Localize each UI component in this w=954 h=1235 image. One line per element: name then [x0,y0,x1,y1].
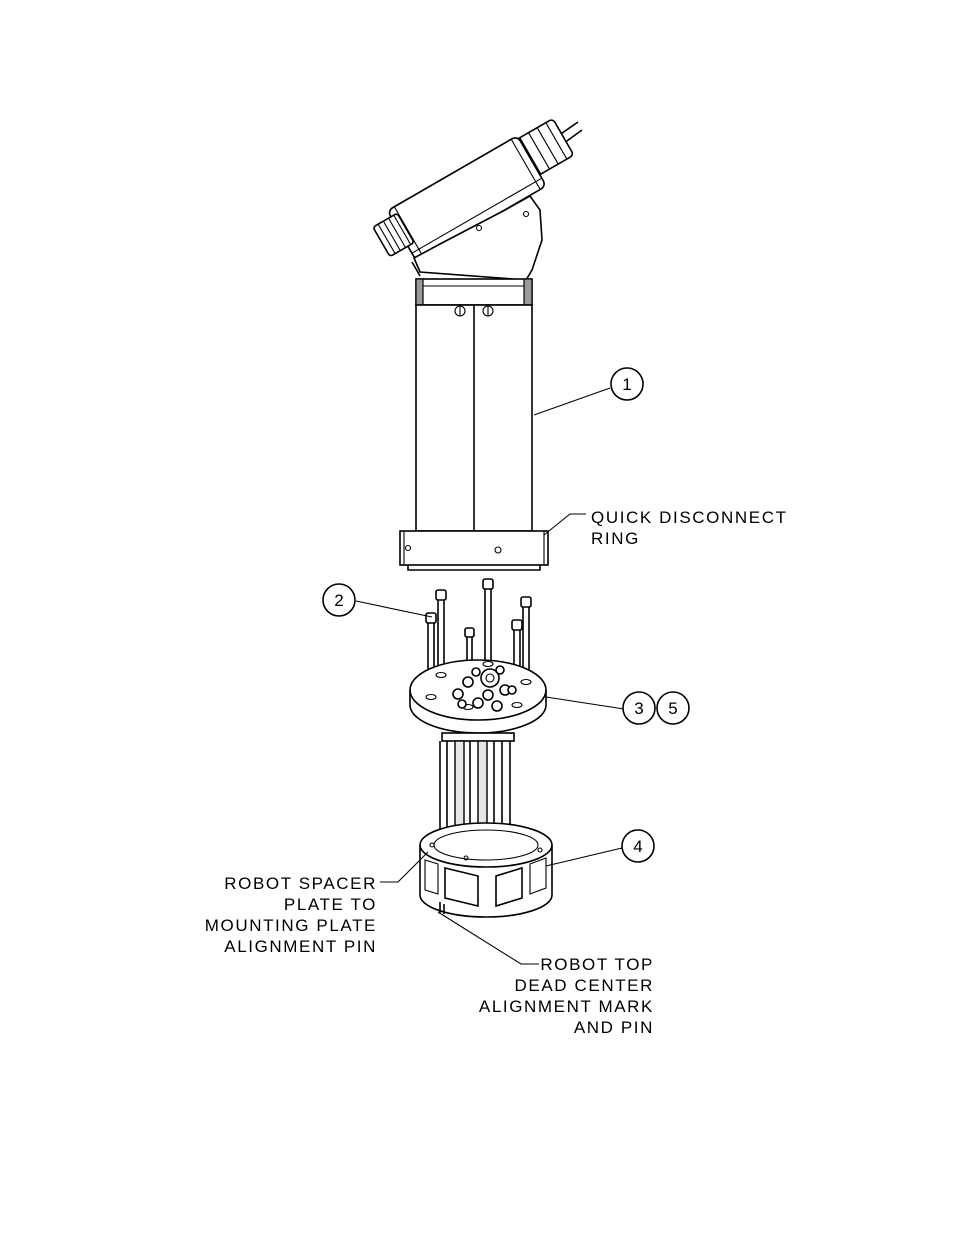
callout-quick-disconnect-ring: QUICK DISCONNECT RING [591,508,788,548]
callout-line: AND PIN [574,1018,654,1037]
callout-line: ROBOT TOP [540,955,654,974]
robot-spacer-plate [410,660,546,733]
cap-screw [483,579,493,665]
balloon-5-number: 5 [668,699,677,718]
cap-screw [436,590,446,672]
callout-line: QUICK DISCONNECT [591,508,788,527]
quick-disconnect-ring [400,531,548,570]
mounting-base [420,823,552,917]
column-tube [416,279,532,531]
balloon-2-number: 2 [334,591,343,610]
cap-screw [465,628,474,662]
callout-line: ALIGNMENT MARK [479,997,654,1016]
balloon-5: 5 [657,692,689,724]
balloon-4: 4 [622,830,654,862]
callout-line: ALIGNMENT PIN [224,937,377,956]
callout-line: MOUNTING PLATE [205,916,377,935]
angled-motor-assembly [373,119,582,280]
balloon-1-number: 1 [622,375,631,394]
balloon-3: 3 [623,692,655,724]
balloon-2: 2 [323,584,355,616]
callout-line: DEAD CENTER [515,976,654,995]
balloon-3-number: 3 [634,699,643,718]
callout-line: PLATE TO [284,895,377,914]
callout-top-dead-center: ROBOT TOP DEAD CENTER ALIGNMENT MARK AND… [479,955,654,1037]
callout-spacer-plate-pin: ROBOT SPACER PLATE TO MOUNTING PLATE ALI… [205,874,377,956]
callout-line: RING [591,529,640,548]
cap-screw [521,597,531,676]
callout-line: ROBOT SPACER [224,874,377,893]
balloon-4-number: 4 [633,837,642,856]
balloon-1: 1 [611,368,643,400]
